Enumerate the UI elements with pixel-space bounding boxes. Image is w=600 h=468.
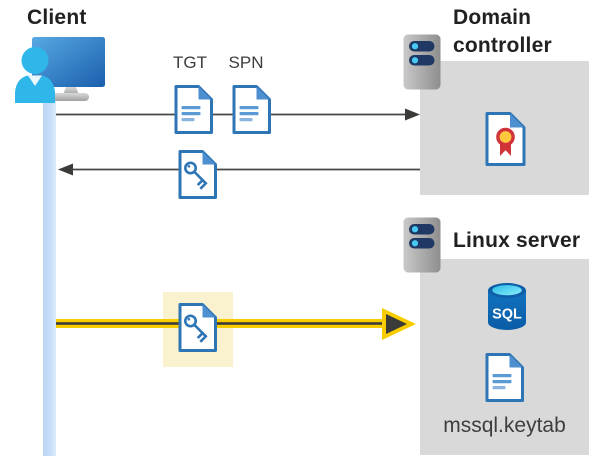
certificate-document-icon	[485, 112, 526, 166]
keytab-file-label: mssql.keytab	[443, 414, 566, 437]
sql-badge-text: SQL	[492, 307, 522, 323]
tgt-document-icon	[173, 84, 214, 135]
client-lifeline-bar	[43, 94, 56, 456]
spn-document-icon	[231, 84, 272, 135]
client-monitor-user-icon	[15, 37, 105, 103]
service-ticket-key-document-icon	[177, 149, 218, 200]
spn-label: SPN	[228, 53, 264, 72]
keytab-document-icon	[484, 352, 525, 403]
linux-server-title: Linux server	[453, 229, 581, 252]
arrow-dc-to-client	[58, 163, 420, 176]
arrow-client-to-linux-yellow	[56, 308, 416, 340]
domain-controller-server-icon	[403, 34, 441, 90]
client-title: Client	[27, 6, 87, 29]
linux-server-server-icon	[403, 217, 441, 273]
domain-controller-title: Domain controller	[453, 6, 552, 57]
highlighted-key-document-icon	[177, 302, 218, 353]
arrow-client-to-dc	[56, 108, 420, 121]
sql-database-icon: SQL	[488, 283, 526, 330]
tgt-label: TGT	[173, 53, 207, 72]
